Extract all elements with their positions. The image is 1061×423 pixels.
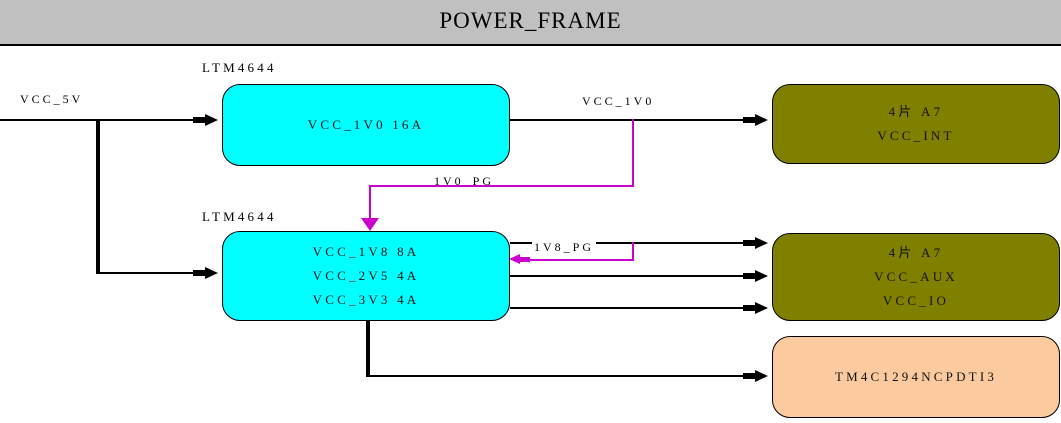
wire-vcc1v0-arrow-stem	[743, 117, 755, 123]
wire-mcu-arrow-into-mcu	[755, 370, 768, 382]
signal-1v8pg-down	[632, 242, 634, 260]
load-block-mcu[interactable]: TM4C1294NCPDTI3	[772, 336, 1060, 418]
power-diagram-canvas: VCC_5V LTM4644 VCC_1V0 16A VCC_1V0 1V0_P…	[0, 48, 1061, 423]
signal-1v8pg-arrow-stem	[520, 257, 530, 262]
wire-vcc2v5-arrow-stem	[743, 273, 755, 279]
wire-vcc5v-arrow-into-reg2	[205, 267, 218, 279]
load-block-fpga-int[interactable]: 4片 A7 VCC_INT	[772, 84, 1060, 164]
signal-1v0pg-left	[369, 185, 634, 187]
signal-1v0pg-down	[632, 119, 634, 186]
wire-vcc1v0-arrow-into-load1	[755, 114, 768, 126]
wire-vcc3v3	[510, 307, 743, 309]
refdes-regulator-1: LTM4644	[202, 60, 277, 75]
wire-vcc1v8-arrow-into-load2	[755, 237, 768, 249]
signal-1v8pg-arrow-into-reg2	[509, 254, 520, 264]
load2-line-0: 4片 A7	[888, 244, 944, 260]
wire-mcu-arrow-stem	[743, 373, 755, 379]
net-label-1v8-pg: 1V8_PG	[532, 240, 597, 255]
load2-line-1: VCC_AUX	[874, 268, 958, 284]
regulator-2-rail-1: VCC_2V5 4A	[312, 267, 420, 283]
wire-vcc5v-branch-right	[96, 272, 193, 274]
title-bar: POWER_FRAME	[0, 0, 1061, 46]
wire-vcc5v-branch-down	[96, 119, 100, 274]
regulator-2-rail-2: VCC_3V3 4A	[312, 292, 420, 308]
regulator-1-rail-0: VCC_1V0 16A	[307, 116, 425, 132]
wire-mcu-right	[366, 375, 743, 377]
refdes-regulator-2: LTM4644	[202, 209, 277, 224]
wire-vcc1v8-arrow-stem	[743, 240, 755, 246]
wire-vcc2v5-arrow-into-load2	[755, 270, 768, 282]
wire-vcc2v5	[510, 275, 743, 277]
load2-line-2: VCC_IO	[882, 293, 950, 309]
wire-vcc5v-reg2-arrow-stem	[193, 270, 205, 276]
net-label-vcc-5v: VCC_5V	[18, 92, 86, 107]
signal-1v8pg-left	[528, 259, 634, 261]
signal-1v0pg-arrow-into-reg2	[361, 218, 379, 231]
wire-vcc5v-arrow-stem	[193, 117, 205, 123]
load-block-fpga-aux-io[interactable]: 4片 A7 VCC_AUX VCC_IO	[772, 233, 1060, 321]
wire-vcc3v3-arrow-stem	[743, 305, 755, 311]
wire-vcc1v0	[510, 119, 743, 121]
load1-line-1: VCC_INT	[877, 128, 955, 143]
load1-line-0: 4片 A7	[888, 103, 944, 119]
regulator-2-rail-0: VCC_1V8 8A	[312, 243, 420, 259]
signal-1v0pg-drop	[369, 185, 371, 219]
regulator-block-2[interactable]: VCC_1V8 8A VCC_2V5 4A VCC_3V3 4A	[222, 231, 510, 321]
wire-vcc5v-arrow-into-reg1	[205, 114, 218, 126]
wire-vcc3v3-arrow-into-load2	[755, 302, 768, 314]
wire-mcu-drop	[366, 321, 370, 377]
regulator-block-1[interactable]: VCC_1V0 16A	[222, 84, 510, 166]
net-label-vcc-1v0: VCC_1V0	[580, 94, 657, 109]
wire-vcc1v8	[510, 242, 743, 244]
mcu-part-number: TM4C1294NCPDTI3	[834, 368, 998, 384]
page-title: POWER_FRAME	[439, 8, 622, 33]
